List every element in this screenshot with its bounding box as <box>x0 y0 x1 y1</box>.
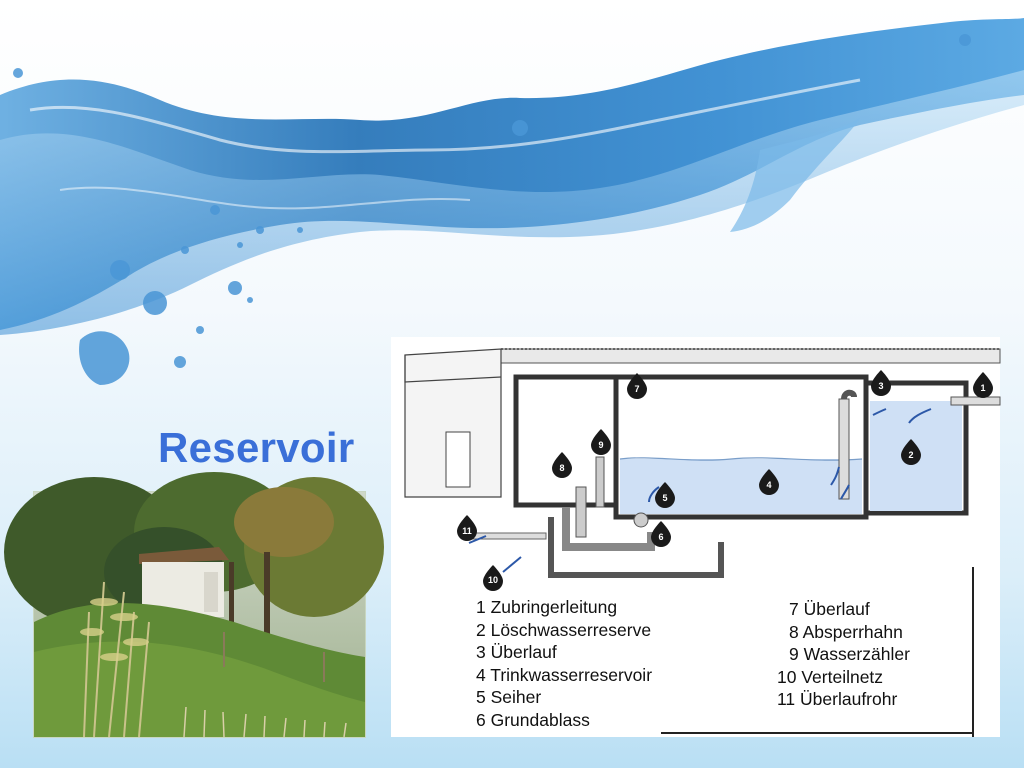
svg-text:3: 3 <box>878 381 883 391</box>
legend-item: 4 Trinkwasserreservoir <box>476 664 653 685</box>
marker-8: 8 <box>552 452 572 478</box>
legend-item: 11 Überlaufrohr <box>777 689 898 710</box>
marker-9: 9 <box>591 429 611 455</box>
legend-item: 9 Wasserzähler <box>789 644 910 665</box>
marker-2: 2 <box>901 439 921 465</box>
legend-divider-horizontal <box>661 732 974 734</box>
legend-item: 3 Überlauf <box>476 642 557 663</box>
svg-text:2: 2 <box>908 450 913 460</box>
legend-item: 7 Überlauf <box>789 599 870 619</box>
legend-right: 7 Überlauf 8 Absperrhahn 9 Wasserzähler … <box>777 598 910 711</box>
svg-text:4: 4 <box>766 480 771 490</box>
legend-item: 8 Absperrhahn <box>789 621 903 642</box>
legend-item: 1 Zubringerleitung <box>476 597 618 617</box>
marker-5: 5 <box>655 482 675 508</box>
marker-7: 7 <box>627 373 647 399</box>
page-title: Reservoir <box>158 424 355 471</box>
svg-text:11: 11 <box>462 526 472 536</box>
svg-text:9: 9 <box>598 440 603 450</box>
marker-3: 3 <box>871 370 891 396</box>
svg-text:6: 6 <box>658 532 663 542</box>
reservoir-building-photo <box>4 472 384 738</box>
legend-divider-vertical <box>972 567 974 737</box>
marker-4: 4 <box>759 469 779 495</box>
marker-10: 10 <box>483 565 503 591</box>
legend-item: 5 Seiher <box>476 687 542 708</box>
svg-text:7: 7 <box>634 384 639 394</box>
diagram-markers: 1 2 3 4 5 6 7 8 9 10 11 <box>457 370 993 591</box>
marker-11: 11 <box>457 515 477 541</box>
water-splash-image <box>0 18 1024 385</box>
marker-6: 6 <box>651 521 671 547</box>
svg-text:1: 1 <box>980 383 985 393</box>
reservoir-diagram-panel: 1 2 3 4 5 6 7 8 9 10 11 1 Zubringerleitu… <box>391 337 1001 737</box>
svg-text:5: 5 <box>662 493 667 503</box>
legend-item: 2 Löschwasserreserve <box>476 619 652 640</box>
svg-text:8: 8 <box>559 463 564 473</box>
legend-left: 1 Zubringerleitung 2 Löschwasserreserve … <box>476 596 652 732</box>
legend-item: 6 Grundablass <box>476 709 590 730</box>
reservoir-cross-section-diagram: 1 2 3 4 5 6 7 8 9 10 11 <box>404 348 1001 591</box>
legend-item: 10 Verteilnetz <box>777 666 884 687</box>
svg-text:10: 10 <box>488 575 498 585</box>
marker-1: 1 <box>973 372 993 398</box>
